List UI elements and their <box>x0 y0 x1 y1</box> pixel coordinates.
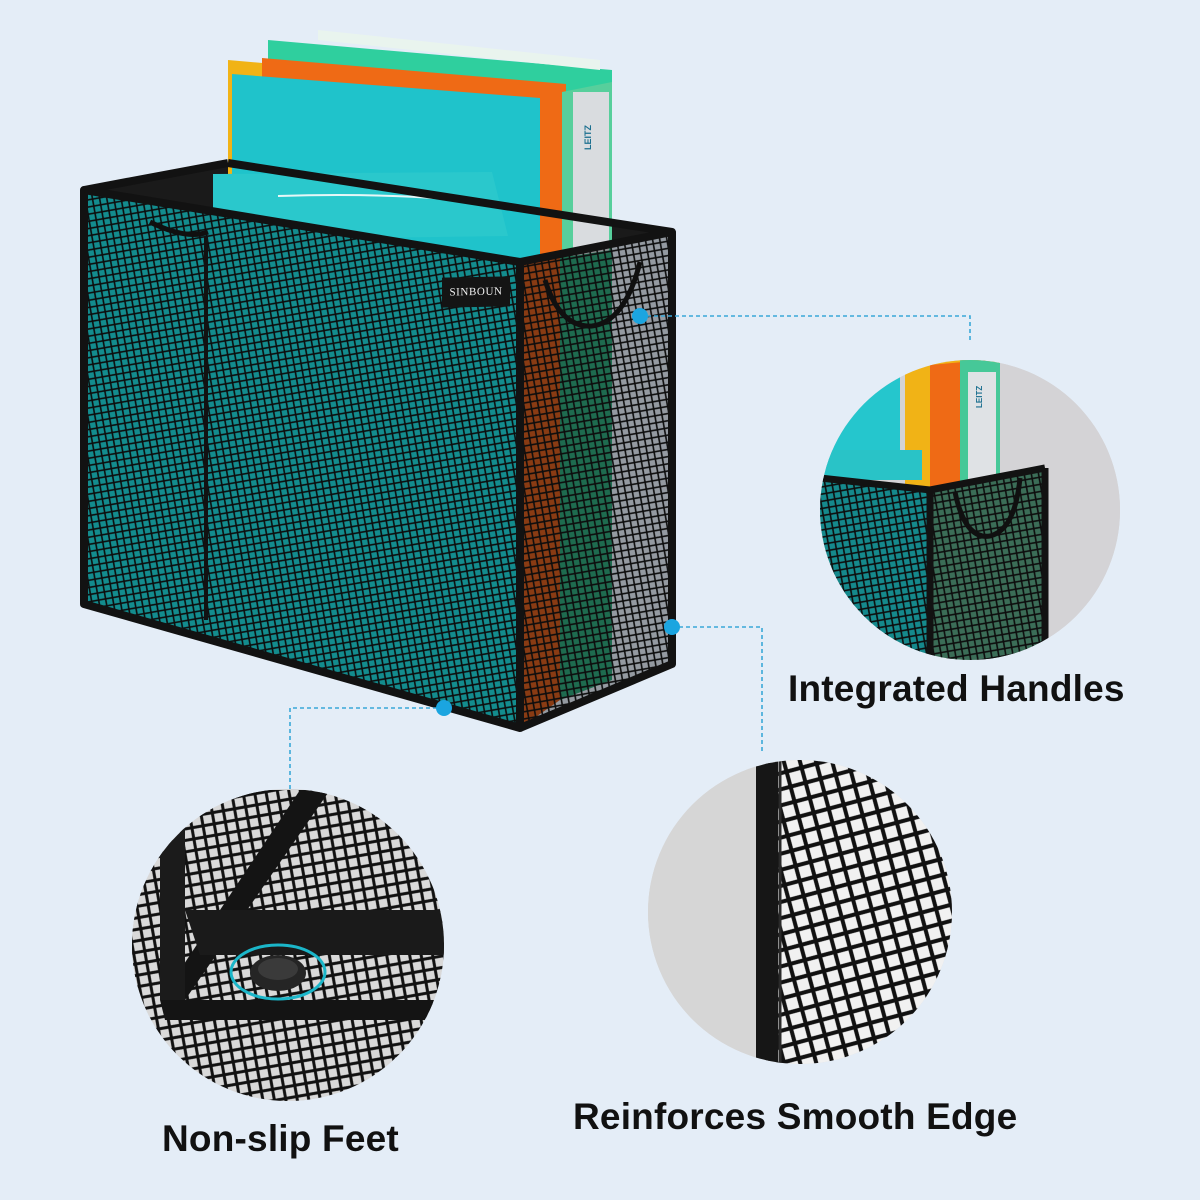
file-organizer-product: LEITZ <box>80 30 676 732</box>
detail-circle-handles: LEITZ <box>820 360 1120 660</box>
binder-spine-label: LEITZ <box>583 125 593 150</box>
callout-dot-handles <box>632 308 648 324</box>
detail-circle-edge <box>648 760 952 1064</box>
callout-dot-edge <box>664 619 680 635</box>
feature-label-feet: Non-slip Feet <box>162 1118 399 1159</box>
callout-dot-feet <box>436 700 452 716</box>
brand-tag: SINBOUN <box>442 276 510 308</box>
svg-text:LEITZ: LEITZ <box>975 386 984 408</box>
feature-label-edge: Reinforces Smooth Edge <box>573 1096 1018 1137</box>
feature-label-handles: Integrated Handles <box>788 668 1125 709</box>
folders: LEITZ <box>213 30 612 262</box>
detail-circle-feet <box>132 789 444 1101</box>
callouts <box>289 315 971 790</box>
